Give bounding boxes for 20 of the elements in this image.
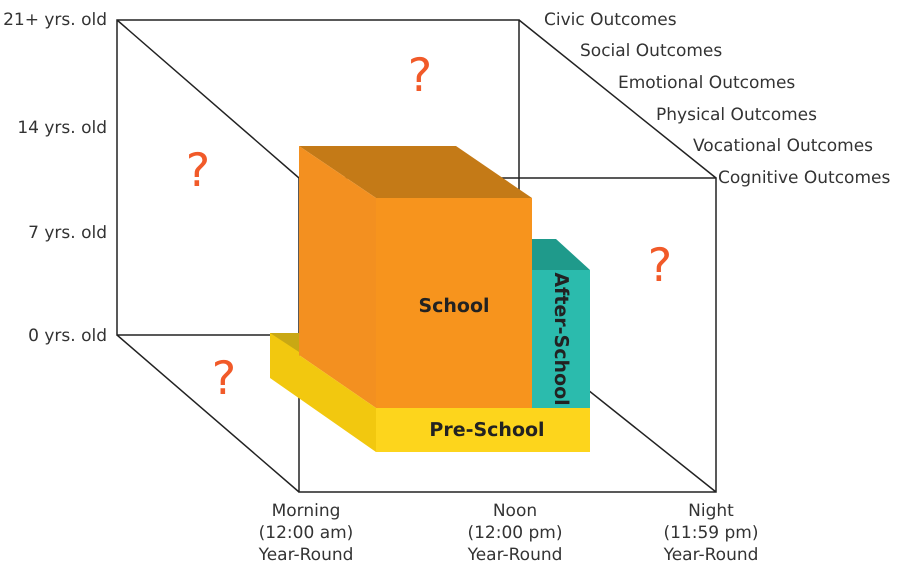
block-label: School xyxy=(418,295,490,317)
axis-label: Vocational Outcomes xyxy=(693,136,874,156)
axis-label: Noon (12:00 pm) Year-Round xyxy=(466,500,564,566)
axis-label: Physical Outcomes xyxy=(656,105,818,125)
question-mark: ? xyxy=(648,240,672,290)
question-mark: ? xyxy=(408,50,432,100)
axis-label: Social Outcomes xyxy=(580,41,722,61)
axis-label: Emotional Outcomes xyxy=(618,73,796,93)
block-label: After-School xyxy=(550,272,572,406)
axis-label: 0 yrs. old xyxy=(28,326,107,346)
block-label: Pre-School xyxy=(429,419,545,441)
axis-label: Morning (12:00 am) Year-Round xyxy=(258,500,354,566)
axis-label: 21+ yrs. old xyxy=(3,10,107,30)
axis-label: 14 yrs. old xyxy=(17,118,107,138)
question-mark: ? xyxy=(212,353,236,403)
axis-label: Cognitive Outcomes xyxy=(718,168,890,188)
axis-label: 7 yrs. old xyxy=(28,223,107,243)
question-mark: ? xyxy=(186,145,210,195)
axis-label: Night (11:59 pm) Year-Round xyxy=(662,500,760,566)
axis-label: Civic Outcomes xyxy=(544,10,677,30)
